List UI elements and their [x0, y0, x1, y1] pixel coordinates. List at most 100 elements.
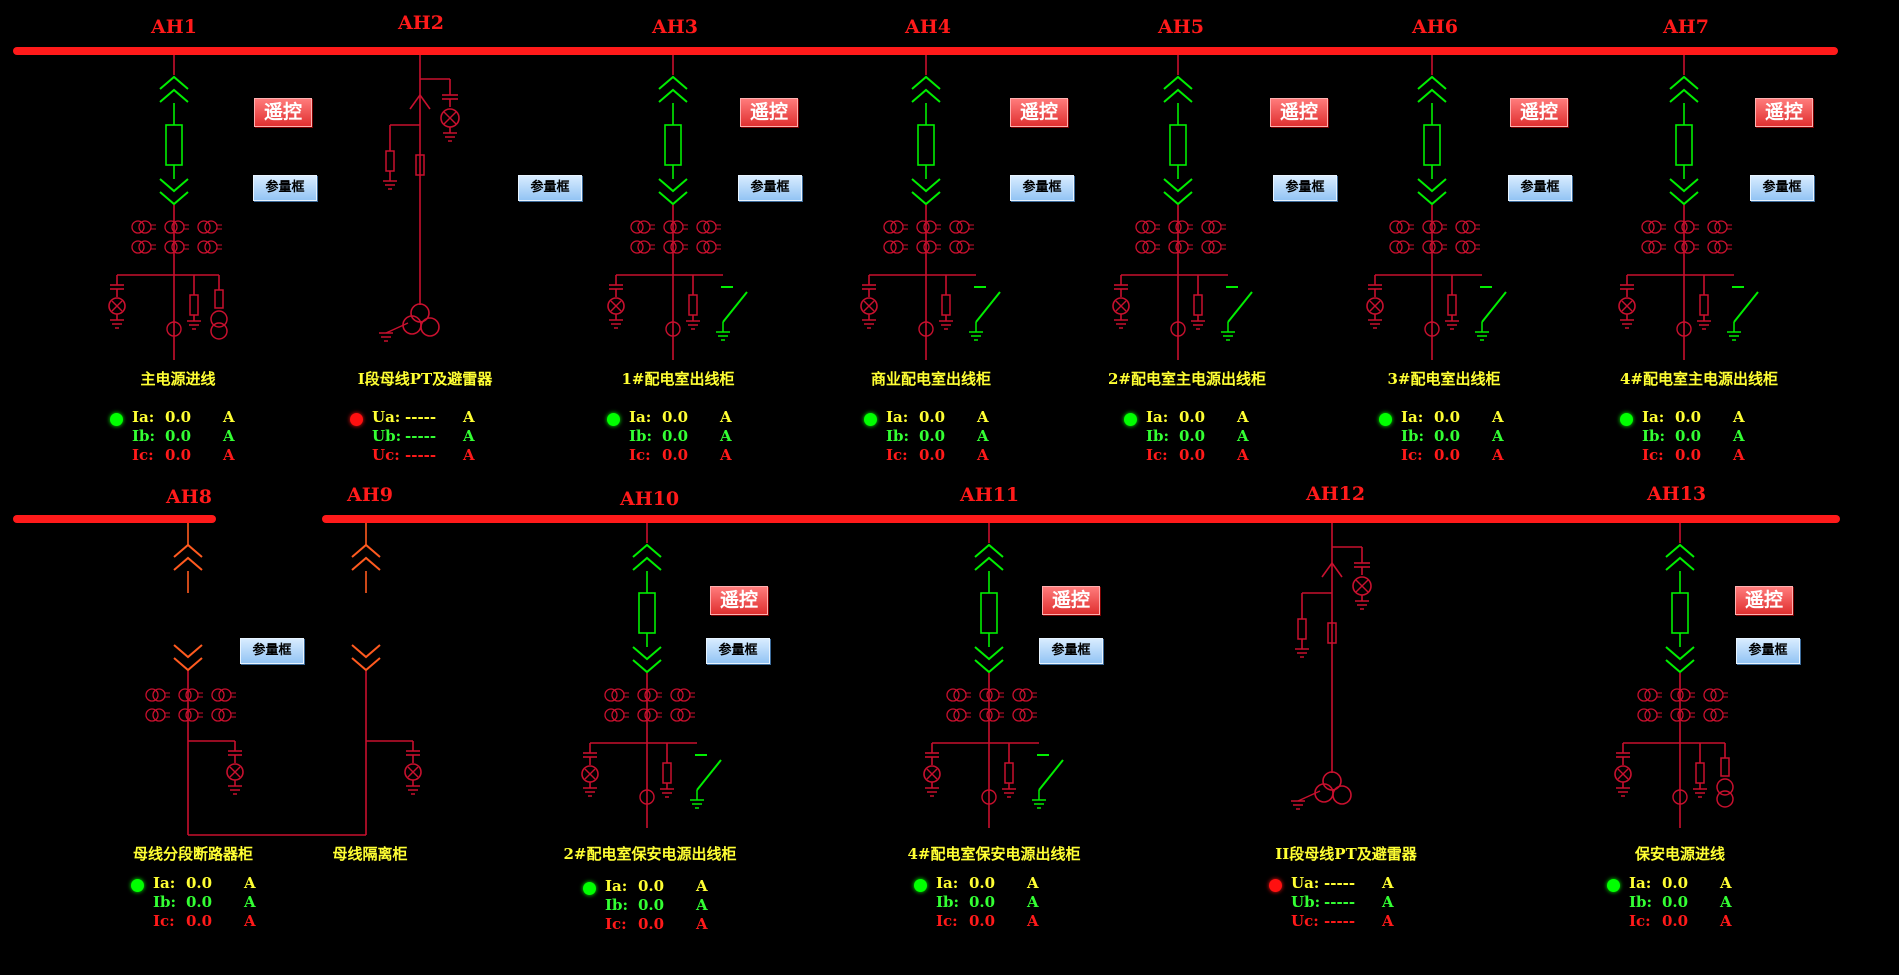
measure-name-ah6: Ic:: [1401, 446, 1423, 464]
measure-value-ah3: 0.0: [662, 427, 689, 445]
measure-unit-ah4: A: [977, 427, 989, 445]
measure-name-ah11: Ic:: [936, 912, 958, 930]
status-indicator-ah5: [1124, 413, 1137, 426]
measure-unit-ah11: A: [1027, 912, 1039, 930]
measure-value-ah13: 0.0: [1662, 893, 1689, 911]
status-indicator-ah6: [1379, 413, 1392, 426]
measure-name-ah4: Ia:: [886, 408, 909, 426]
measure-value-ah5: 0.0: [1179, 446, 1206, 464]
measure-value-ah4: 0.0: [919, 446, 946, 464]
param-box-button-ah5[interactable]: 参量框: [1273, 175, 1337, 201]
cabinet-label-ah2: AH2: [398, 12, 444, 34]
measure-value-ah11: 0.0: [969, 893, 996, 911]
measure-value-ah10: 0.0: [638, 915, 665, 933]
cabinet-label-ah12: AH12: [1306, 483, 1366, 505]
measure-value-ah13: 0.0: [1662, 912, 1689, 930]
param-box-button-ah3[interactable]: 参量框: [738, 175, 802, 201]
measure-unit-ah7: A: [1733, 408, 1745, 426]
measure-name-ah13: Ia:: [1629, 874, 1652, 892]
remote-control-button-ah13[interactable]: 遥控: [1735, 586, 1793, 615]
measure-name-ah7: Ib:: [1642, 427, 1666, 445]
measure-unit-ah8: A: [244, 874, 256, 892]
measure-name-ah11: Ib:: [936, 893, 960, 911]
remote-control-button-ah4[interactable]: 遥控: [1010, 98, 1068, 127]
param-box-button-ah4[interactable]: 参量框: [1010, 175, 1074, 201]
measure-name-ah11: Ia:: [936, 874, 959, 892]
measure-name-ah5: Ib:: [1146, 427, 1170, 445]
remote-control-button-ah11[interactable]: 遥控: [1042, 586, 1100, 615]
status-indicator-ah8: [131, 879, 144, 892]
cabinet-name-ah7: 4#配电室主电源出线柜: [1619, 370, 1779, 388]
measure-unit-ah3: A: [720, 427, 732, 445]
measure-value-ah2: -----: [405, 427, 437, 445]
measure-value-ah4: 0.0: [919, 408, 946, 426]
busbar-section-2: [322, 515, 1840, 523]
measure-unit-ah5: A: [1237, 427, 1249, 445]
param-box-button-ah2[interactable]: 参量框: [518, 175, 582, 201]
measure-unit-ah3: A: [720, 446, 732, 464]
status-indicator-ah3: [607, 413, 620, 426]
cabinet-name-ah12: II段母线PT及避雷器: [1275, 845, 1417, 863]
measure-unit-ah11: A: [1027, 874, 1039, 892]
busbar-section-tie: [13, 515, 216, 523]
param-box-button-ah7[interactable]: 参量框: [1750, 175, 1814, 201]
cabinet-label-ah1: AH1: [151, 16, 197, 38]
measure-name-ah10: Ib:: [605, 896, 629, 914]
measure-value-ah6: 0.0: [1434, 427, 1461, 445]
remote-control-button-ah3[interactable]: 遥控: [740, 98, 798, 127]
measure-name-ah12: Ua:: [1291, 874, 1320, 892]
cabinet-name-ah3: 1#配电室出线柜: [621, 370, 735, 388]
measure-unit-ah13: A: [1720, 874, 1732, 892]
measure-value-ah11: 0.0: [969, 874, 996, 892]
measure-value-ah3: 0.0: [662, 446, 689, 464]
remote-control-button-ah10[interactable]: 遥控: [710, 586, 768, 615]
remote-control-button-ah7[interactable]: 遥控: [1755, 98, 1813, 127]
measure-name-ah1: Ib:: [132, 427, 156, 445]
measure-name-ah10: Ia:: [605, 877, 628, 895]
status-indicator-ah11: [914, 879, 927, 892]
measure-unit-ah7: A: [1733, 446, 1745, 464]
param-box-button-ah11[interactable]: 参量框: [1039, 638, 1103, 664]
measure-unit-ah2: A: [463, 446, 475, 464]
remote-control-button-ah5[interactable]: 遥控: [1270, 98, 1328, 127]
measure-name-ah8: Ic:: [153, 912, 175, 930]
param-box-button-ah6[interactable]: 参量框: [1508, 175, 1572, 201]
measure-value-ah12: -----: [1324, 893, 1356, 911]
measure-unit-ah12: A: [1382, 912, 1394, 930]
measure-name-ah8: Ib:: [153, 893, 177, 911]
measure-unit-ah10: A: [696, 877, 708, 895]
measure-name-ah3: Ib:: [629, 427, 653, 445]
remote-control-button-ah1[interactable]: 遥控: [254, 98, 312, 127]
measure-name-ah3: Ic:: [629, 446, 651, 464]
measure-unit-ah10: A: [696, 915, 708, 933]
status-indicator-ah2: [350, 413, 363, 426]
measure-value-ah11: 0.0: [969, 912, 996, 930]
measure-value-ah1: 0.0: [165, 408, 192, 426]
measure-value-ah8: 0.0: [186, 912, 213, 930]
measure-name-ah13: Ib:: [1629, 893, 1653, 911]
measure-unit-ah10: A: [696, 896, 708, 914]
measure-name-ah4: Ib:: [886, 427, 910, 445]
measure-unit-ah13: A: [1720, 893, 1732, 911]
measure-name-ah8: Ia:: [153, 874, 176, 892]
param-box-button-ah1[interactable]: 参量框: [253, 175, 317, 201]
measure-unit-ah8: A: [244, 912, 256, 930]
measure-unit-ah7: A: [1733, 427, 1745, 445]
cabinet-name-ah11: 4#配电室保安电源出线柜: [907, 845, 1081, 863]
measure-value-ah13: 0.0: [1662, 874, 1689, 892]
measure-unit-ah6: A: [1492, 427, 1504, 445]
measure-name-ah12: Uc:: [1291, 912, 1319, 930]
measure-name-ah6: Ib:: [1401, 427, 1425, 445]
cabinet-name-ah8: 母线分段断路器柜: [132, 845, 254, 863]
param-box-button-ah13[interactable]: 参量框: [1736, 638, 1800, 664]
remote-control-button-ah6[interactable]: 遥控: [1510, 98, 1568, 127]
measure-name-ah3: Ia:: [629, 408, 652, 426]
param-box-button-ah10[interactable]: 参量框: [706, 638, 770, 664]
measure-unit-ah5: A: [1237, 408, 1249, 426]
param-box-button-ah8[interactable]: 参量框: [240, 638, 304, 664]
measure-value-ah7: 0.0: [1675, 427, 1702, 445]
measure-value-ah12: -----: [1324, 912, 1356, 930]
measure-unit-ah4: A: [977, 408, 989, 426]
cabinet-label-ah3: AH3: [652, 16, 698, 38]
